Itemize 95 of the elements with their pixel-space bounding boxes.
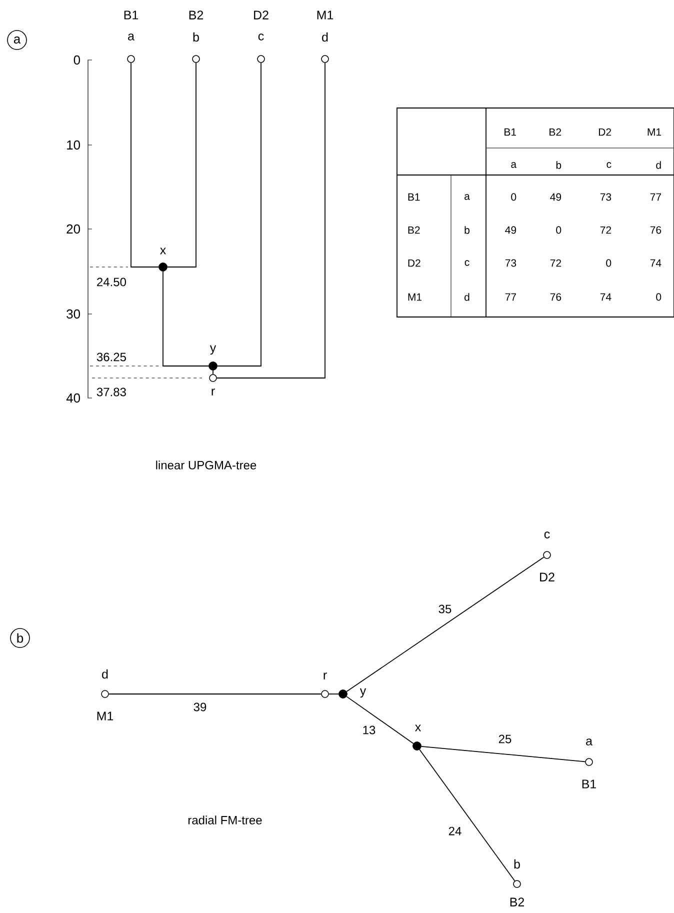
table-row-header: D2 [408,259,420,267]
leaf-node: a B1 [582,738,596,788]
node-label: B1 [124,10,138,20]
node-label: x [415,724,421,732]
edge-label: 13 [361,724,377,736]
table-cell: 73 [600,193,612,201]
node-label: b [193,32,199,42]
leaf-node: B1 a [124,10,138,63]
leaf-node: c D2 [540,532,554,582]
axis-tick-label: 20 [66,224,80,234]
node-label: a [586,738,592,746]
branch-line [130,62,159,268]
node-label: r [212,388,215,396]
leaf-node: b B2 [510,859,524,906]
tree-node: x [412,724,422,750]
table-header: D2 [598,128,612,136]
table-row-header: B1 [408,193,420,201]
leaf-node: D2 c [254,10,268,63]
table-cell: 76 [650,226,662,234]
node-label: y [360,688,366,698]
tree-caption: radial FM-tree [188,816,262,824]
node-label: d [322,32,328,42]
table-row-header: b [464,226,470,234]
panel-letter: b [10,628,30,648]
leaf-node: B2 b [189,10,204,63]
node-label: y [210,345,216,355]
edge-label: 24 [447,826,463,836]
node-label: c [544,532,550,538]
axis-tick-label: 40 [66,393,80,403]
height-value: 36.25 [96,352,126,362]
table-cell: 77 [505,293,516,301]
panel-letter: a [7,30,27,50]
table-row-header: c [464,260,470,266]
branch-line [162,271,209,366]
branch-line [216,62,326,378]
table-row-header: a [464,194,470,200]
node-label: B1 [582,780,596,788]
node-label: B2 [189,10,204,20]
table-cell: 0 [606,259,612,267]
table-header: a [511,162,517,168]
axis-tick-label: 30 [66,309,80,319]
table-row-header: M1 [408,293,422,301]
node-label: b [514,859,520,869]
leaf-node: d M1 [97,669,114,720]
node-label: a [128,34,134,40]
axis-tick-label: 10 [67,140,80,150]
table-header: M1 [648,128,662,136]
table-cell: 0 [556,226,562,234]
edge-label: 39 [192,702,208,712]
table-header: b [556,161,562,169]
table-header: d [656,161,661,169]
node-label: D2 [254,10,268,20]
branch-line [346,556,544,692]
node-label: r [324,672,327,680]
table-row-header: B2 [408,226,420,234]
branch-line [212,370,214,375]
table-cell: 72 [600,226,612,234]
tree-node: y [338,688,366,698]
table-cell: 0 [511,193,516,201]
table-cell: 0 [656,293,662,301]
node-label: B2 [510,898,524,906]
table-cell: 74 [650,259,662,267]
node-label: x [160,248,166,254]
table-cell: 74 [600,293,612,301]
table-cell: 76 [550,293,562,301]
table-cell: 72 [550,259,562,267]
leaf-node: M1 d [317,10,334,63]
node-label: c [258,34,264,40]
height-value: 37.83 [96,388,126,396]
branch-line [346,696,414,744]
tree-node: r [321,672,329,698]
table-row-header: d [464,293,470,301]
tree-node: y [208,345,218,370]
branch-line [420,746,586,762]
table-cell: 77 [650,193,662,201]
table-cell: 73 [505,259,516,267]
table-cell: 49 [550,193,562,201]
tree-node: x [158,248,168,272]
tree-caption: linear UPGMA-tree [156,460,256,470]
node-label: d [102,669,108,679]
edge-label: 35 [437,604,453,614]
branch-line [419,749,516,882]
node-label: D2 [540,572,554,582]
edge-label: 25 [497,734,513,744]
branch-line [167,62,196,268]
table-header: c [606,162,612,168]
table-header: B1 [504,128,516,136]
table-cell: 49 [505,226,516,234]
node-label: M1 [317,10,334,20]
node-label: M1 [97,712,114,720]
axis-tick-label: 0 [74,55,80,65]
branch-line [217,62,262,366]
tree-node: r [209,374,217,396]
height-value: 24.50 [97,278,126,286]
table-header: B2 [550,128,562,136]
